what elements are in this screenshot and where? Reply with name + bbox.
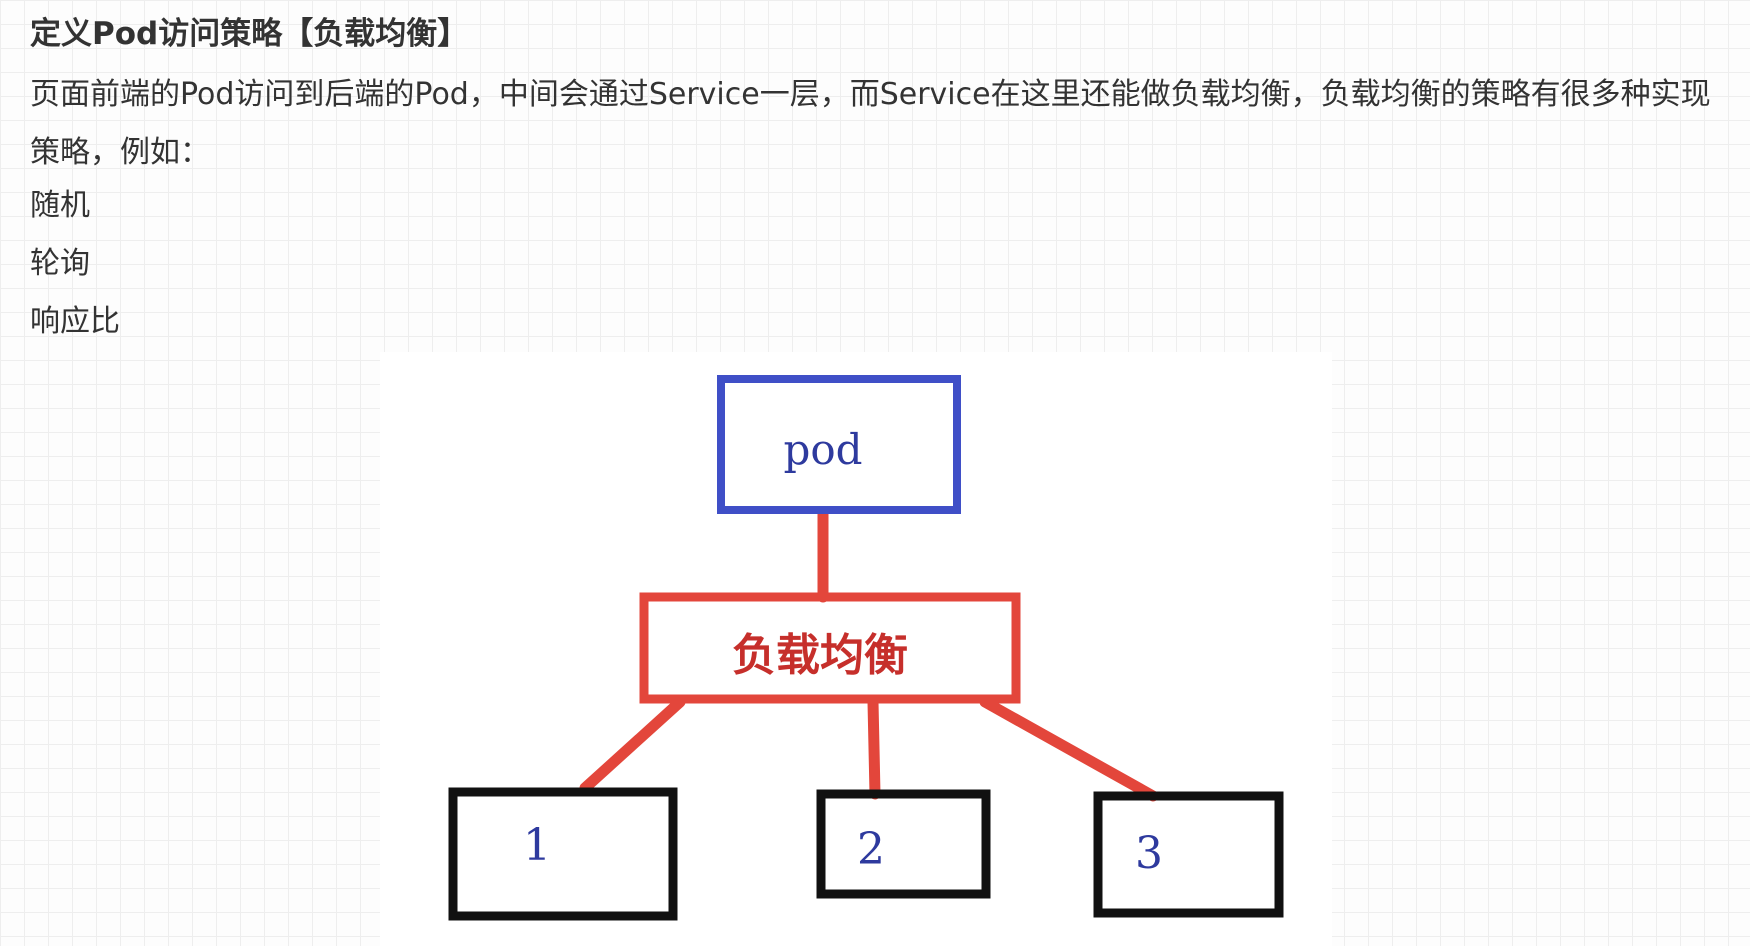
backend-node-3	[1093, 791, 1284, 918]
strategy-item-response-ratio: 响应比	[30, 304, 120, 339]
section-heading: 定义Pod访问策略【负载均衡】	[30, 16, 469, 52]
pod-node	[717, 375, 961, 514]
backend-node-3-label: 3	[1135, 828, 1163, 879]
strategy-item-random: 随机	[30, 188, 90, 223]
diagram-canvas: pod 负载均衡 1 2 3	[448, 375, 1284, 921]
load-balancer-node-label: 负载均衡	[732, 630, 908, 681]
backend-node-1	[448, 787, 678, 921]
load-balancing-diagram: pod 负载均衡 1 2 3	[380, 352, 1332, 946]
connector-balancer-to-node-3	[979, 696, 1159, 802]
strategy-item-round-robin: 轮询	[30, 246, 90, 281]
load-balancer-node	[639, 592, 1021, 704]
backend-node-2	[816, 789, 991, 899]
pod-node-label: pod	[783, 425, 862, 474]
intro-paragraph: 页面前端的Pod访问到后端的Pod，中间会通过Service一层，而Servic…	[30, 77, 1711, 170]
connector-balancer-to-node-2	[867, 696, 881, 800]
connector-balancer-to-node-1	[579, 696, 686, 794]
backend-node-1-label: 1	[523, 820, 551, 871]
backend-node-2-label: 2	[857, 824, 885, 875]
